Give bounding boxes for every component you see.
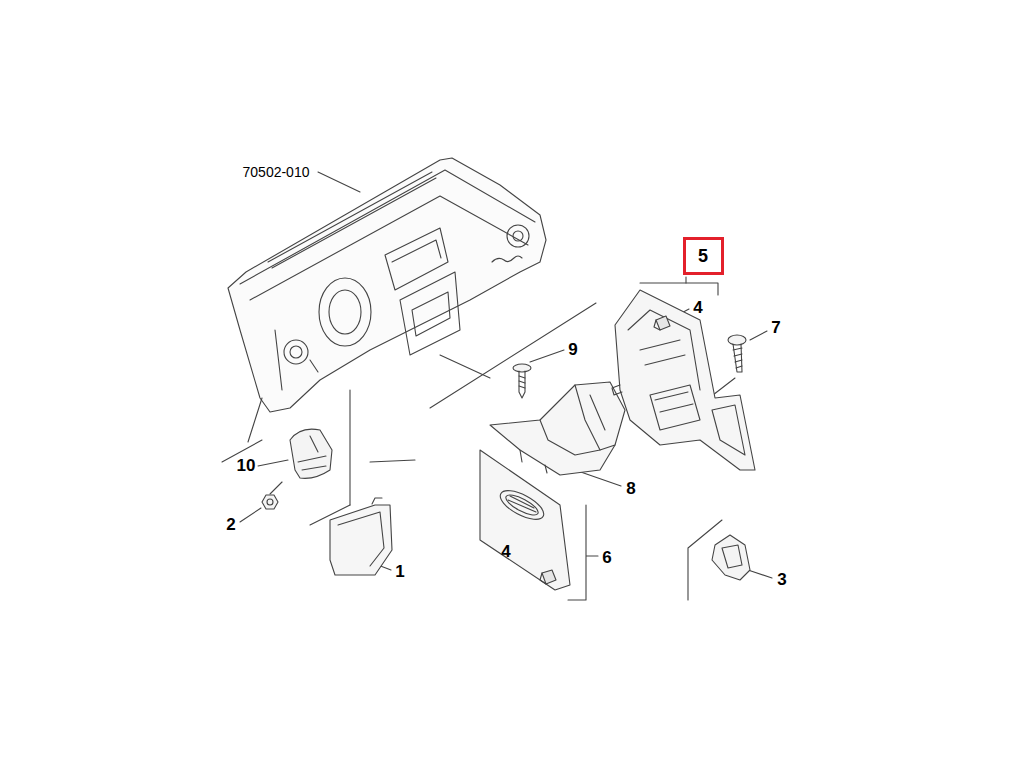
clip: [540, 570, 556, 584]
callout-number: 2: [226, 516, 235, 533]
side-panel: [612, 290, 755, 470]
dashboard: [228, 158, 546, 412]
callout-number: 9: [568, 341, 577, 358]
nut: [262, 495, 278, 509]
callout-number: 10: [237, 457, 256, 474]
callout-number: 5: [698, 247, 708, 265]
lower-panel: [480, 450, 570, 590]
bracket-part: [712, 535, 750, 580]
highlight-box: 5: [683, 237, 724, 275]
callout-number: 8: [626, 480, 635, 497]
callout-number: 1: [395, 563, 404, 580]
callout-number: 4: [693, 299, 702, 316]
callout-number: 7: [771, 319, 780, 336]
part-bracket: [290, 429, 332, 478]
callout-number: 6: [602, 549, 611, 566]
screw: [513, 364, 531, 398]
leader-lines: [222, 172, 772, 600]
clip: [654, 316, 670, 330]
column-shroud: [490, 382, 625, 475]
screw: [728, 335, 746, 372]
callout-number: 4: [501, 543, 510, 560]
part-number: 70502-010: [243, 165, 310, 179]
callout-number: 3: [777, 571, 786, 588]
trim-cover: [330, 498, 392, 575]
